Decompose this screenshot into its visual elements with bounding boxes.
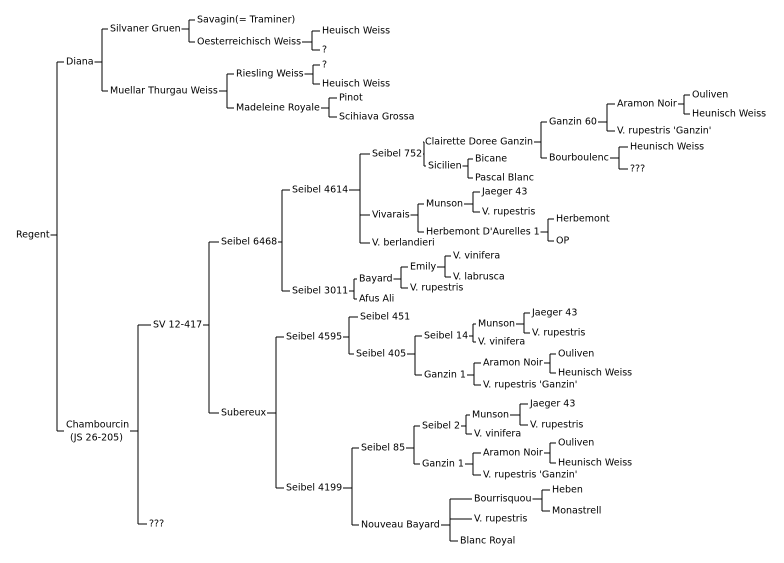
node-label-nouveau-bayard: Nouveau Bayard	[361, 520, 440, 531]
node-label-heunisch-weiss: Heunisch Weiss	[558, 458, 632, 469]
node-label-clairette-doree-ganzin: Clairette Doree Ganzin	[425, 137, 533, 148]
node-label-jaeger-43: Jaeger 43	[481, 187, 527, 198]
node-label-seibel-4614: Seibel 4614	[292, 185, 348, 196]
node-label-ganzin-60: Ganzin 60	[549, 117, 597, 128]
node-label-v-labrusca: V. labrusca	[453, 272, 505, 283]
node-label-seibel-4595: Seibel 4595	[286, 332, 342, 343]
node-label-seibel-85: Seibel 85	[361, 443, 405, 454]
node-label-v-rupestris: V. rupestris	[410, 283, 463, 294]
node-label-seibel-14: Seibel 14	[424, 331, 468, 342]
node-label-v-rupestris-ganzin: V. rupestris 'Ganzin'	[483, 470, 577, 481]
node-label-diana: Diana	[66, 57, 94, 68]
node-label-munson: Munson	[478, 319, 515, 330]
node-label-ganzin-1: Ganzin 1	[422, 459, 464, 470]
node-label-ganzin-1: Ganzin 1	[424, 370, 466, 381]
node-label-seibel-6468: Seibel 6468	[221, 237, 277, 248]
node-label-emily: Emily	[410, 262, 437, 273]
node-label-seibel-752: Seibel 752	[372, 149, 422, 160]
node-label-ouliven: Ouliven	[558, 349, 594, 360]
node-label-v-vinifera: V. vinifera	[474, 429, 521, 440]
node-label-v-rupestris: V. rupestris	[530, 420, 583, 431]
node-label-savagin-traminer: Savagin(= Traminer)	[197, 15, 295, 26]
node-label-seibel-4199: Seibel 4199	[286, 483, 342, 494]
node-label-heunisch-weiss: Heunisch Weiss	[630, 142, 704, 153]
node-label-v-rupestris-ganzin: V. rupestris 'Ganzin'	[617, 126, 711, 137]
node-label-heben: Heben	[552, 485, 583, 496]
node-label-heunisch-weiss: Heunisch Weiss	[558, 368, 632, 379]
node-label-seibel-2: Seibel 2	[422, 421, 460, 432]
node-label-munson: Munson	[472, 410, 509, 421]
node-label-silvaner-gruen: Silvaner Gruen	[110, 24, 181, 35]
node-label-sicilien: Sicilien	[428, 161, 462, 172]
node-label-bourrisquou: Bourrisquou	[474, 494, 531, 505]
node-label-v-rupestris-ganzin: V. rupestris 'Ganzin'	[483, 380, 577, 391]
node-label-chambourcin: Chambourcin	[66, 420, 129, 431]
node-label-aramon-noir: Aramon Noir	[617, 99, 677, 110]
node-label-madeleine-royale: Madeleine Royale	[236, 103, 320, 114]
node-label-heuisch-weiss: Heuisch Weiss	[322, 26, 390, 37]
node-label-herbemont: Herbemont	[556, 214, 610, 225]
node-label-seibel-3011: Seibel 3011	[292, 286, 348, 297]
node-label-ouliven: Ouliven	[692, 90, 728, 101]
node-label-unknown: ???	[630, 164, 645, 175]
node-label-chambourcin-code: (JS 26-205)	[70, 433, 123, 444]
node-label-v-rupestris: V. rupestris	[532, 328, 585, 339]
node-label-unknown: ?	[322, 60, 327, 71]
node-label-vivarais: Vivarais	[372, 210, 410, 221]
node-label-jaeger-43: Jaeger 43	[529, 399, 575, 410]
node-label-pinot: Pinot	[339, 93, 363, 104]
node-label-ouliven: Ouliven	[558, 438, 594, 449]
node-label-aramon-noir: Aramon Noir	[483, 448, 543, 459]
node-label-v-vinifera: V. vinifera	[453, 251, 500, 262]
node-label-blanc-royal: Blanc Royal	[460, 536, 515, 547]
node-label-sv-12-417: SV 12-417	[153, 320, 202, 331]
node-label-heuisch-weiss: Heuisch Weiss	[322, 79, 390, 90]
node-label-riesling-weiss: Riesling Weiss	[236, 69, 304, 80]
node-label-v-berlandieri: V. berlandieri	[372, 238, 435, 249]
node-label-v-vinifera: V. vinifera	[478, 337, 525, 348]
node-label-monastrell: Monastrell	[552, 506, 601, 517]
node-label-bayard: Bayard	[359, 274, 393, 285]
node-label-pascal-blanc: Pascal Blanc	[475, 173, 534, 184]
node-label-scihiava-grossa: Scihiava Grossa	[339, 112, 414, 123]
node-label-seibel-405: Seibel 405	[356, 349, 406, 360]
node-label-afus-ali: Afus Ali	[359, 294, 394, 305]
node-label-jaeger-43: Jaeger 43	[531, 308, 577, 319]
node-label-bourboulenc: Bourboulenc	[549, 153, 609, 164]
node-label-v-rupestris: V. rupestris	[474, 514, 527, 525]
node-label-herbemont-d-aurelles-1: Herbemont D'Aurelles 1	[426, 227, 540, 238]
node-label-oesterreichisch-weiss: Oesterreichisch Weiss	[197, 37, 301, 48]
node-label-bicane: Bicane	[475, 154, 507, 165]
node-label-regent: Regent	[16, 230, 50, 241]
node-label-unknown: ???	[149, 519, 164, 530]
node-label-v-rupestris: V. rupestris	[482, 207, 535, 218]
node-label-subereux: Subereux	[221, 408, 266, 419]
node-label-aramon-noir: Aramon Noir	[483, 358, 543, 369]
node-label-seibel-451: Seibel 451	[360, 312, 410, 323]
node-label-muellar-thurgau-weiss: Muellar Thurgau Weiss	[110, 86, 218, 97]
node-label-heunisch-weiss: Heunisch Weiss	[692, 109, 766, 120]
node-label-unknown: ?	[322, 45, 327, 56]
node-label-op: OP	[556, 236, 569, 247]
node-label-munson: Munson	[426, 199, 463, 210]
